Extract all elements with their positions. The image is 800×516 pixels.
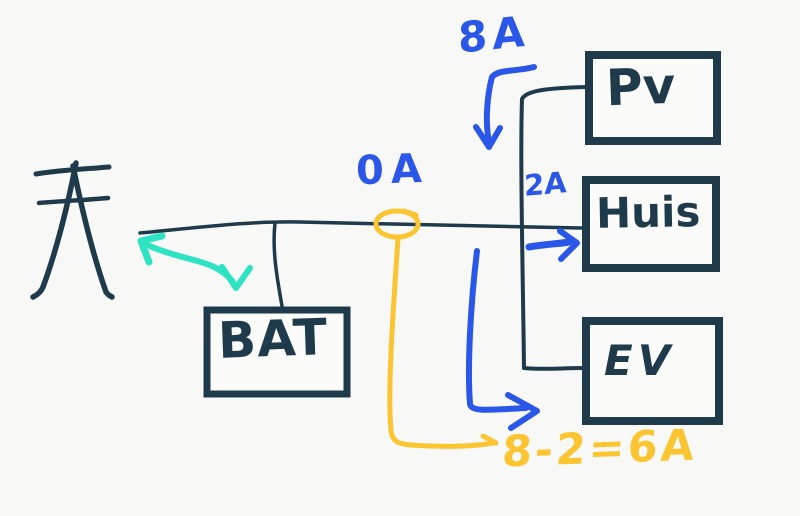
huis-flow-annotation: 2A <box>523 165 567 203</box>
pv-flow-arrow <box>473 64 537 150</box>
bidirectional-arrow-icon <box>137 232 253 291</box>
pv-label: Pv <box>605 56 677 118</box>
clamp-lead-wire <box>387 235 499 449</box>
pv-box <box>585 51 721 145</box>
pv-flow-annotation: 8A <box>457 6 531 63</box>
ev-wire <box>522 366 585 371</box>
ev-box <box>582 317 723 425</box>
main-wire <box>138 220 583 235</box>
bat-wire <box>272 221 284 308</box>
bat-label: BAT <box>217 308 330 370</box>
grid-flow-annotation: 0A <box>355 145 430 195</box>
ev-flow-annotation: 8-2=6A <box>500 420 699 478</box>
huis-box <box>582 176 720 272</box>
bus-wire <box>519 85 588 370</box>
bat-box <box>203 306 351 398</box>
huis-label: Huis <box>595 187 701 238</box>
power-pylon-icon <box>30 160 115 300</box>
huis-flow-arrow <box>525 228 580 262</box>
ev-flow-arrow <box>465 248 540 431</box>
ev-label: EV <box>604 336 676 385</box>
